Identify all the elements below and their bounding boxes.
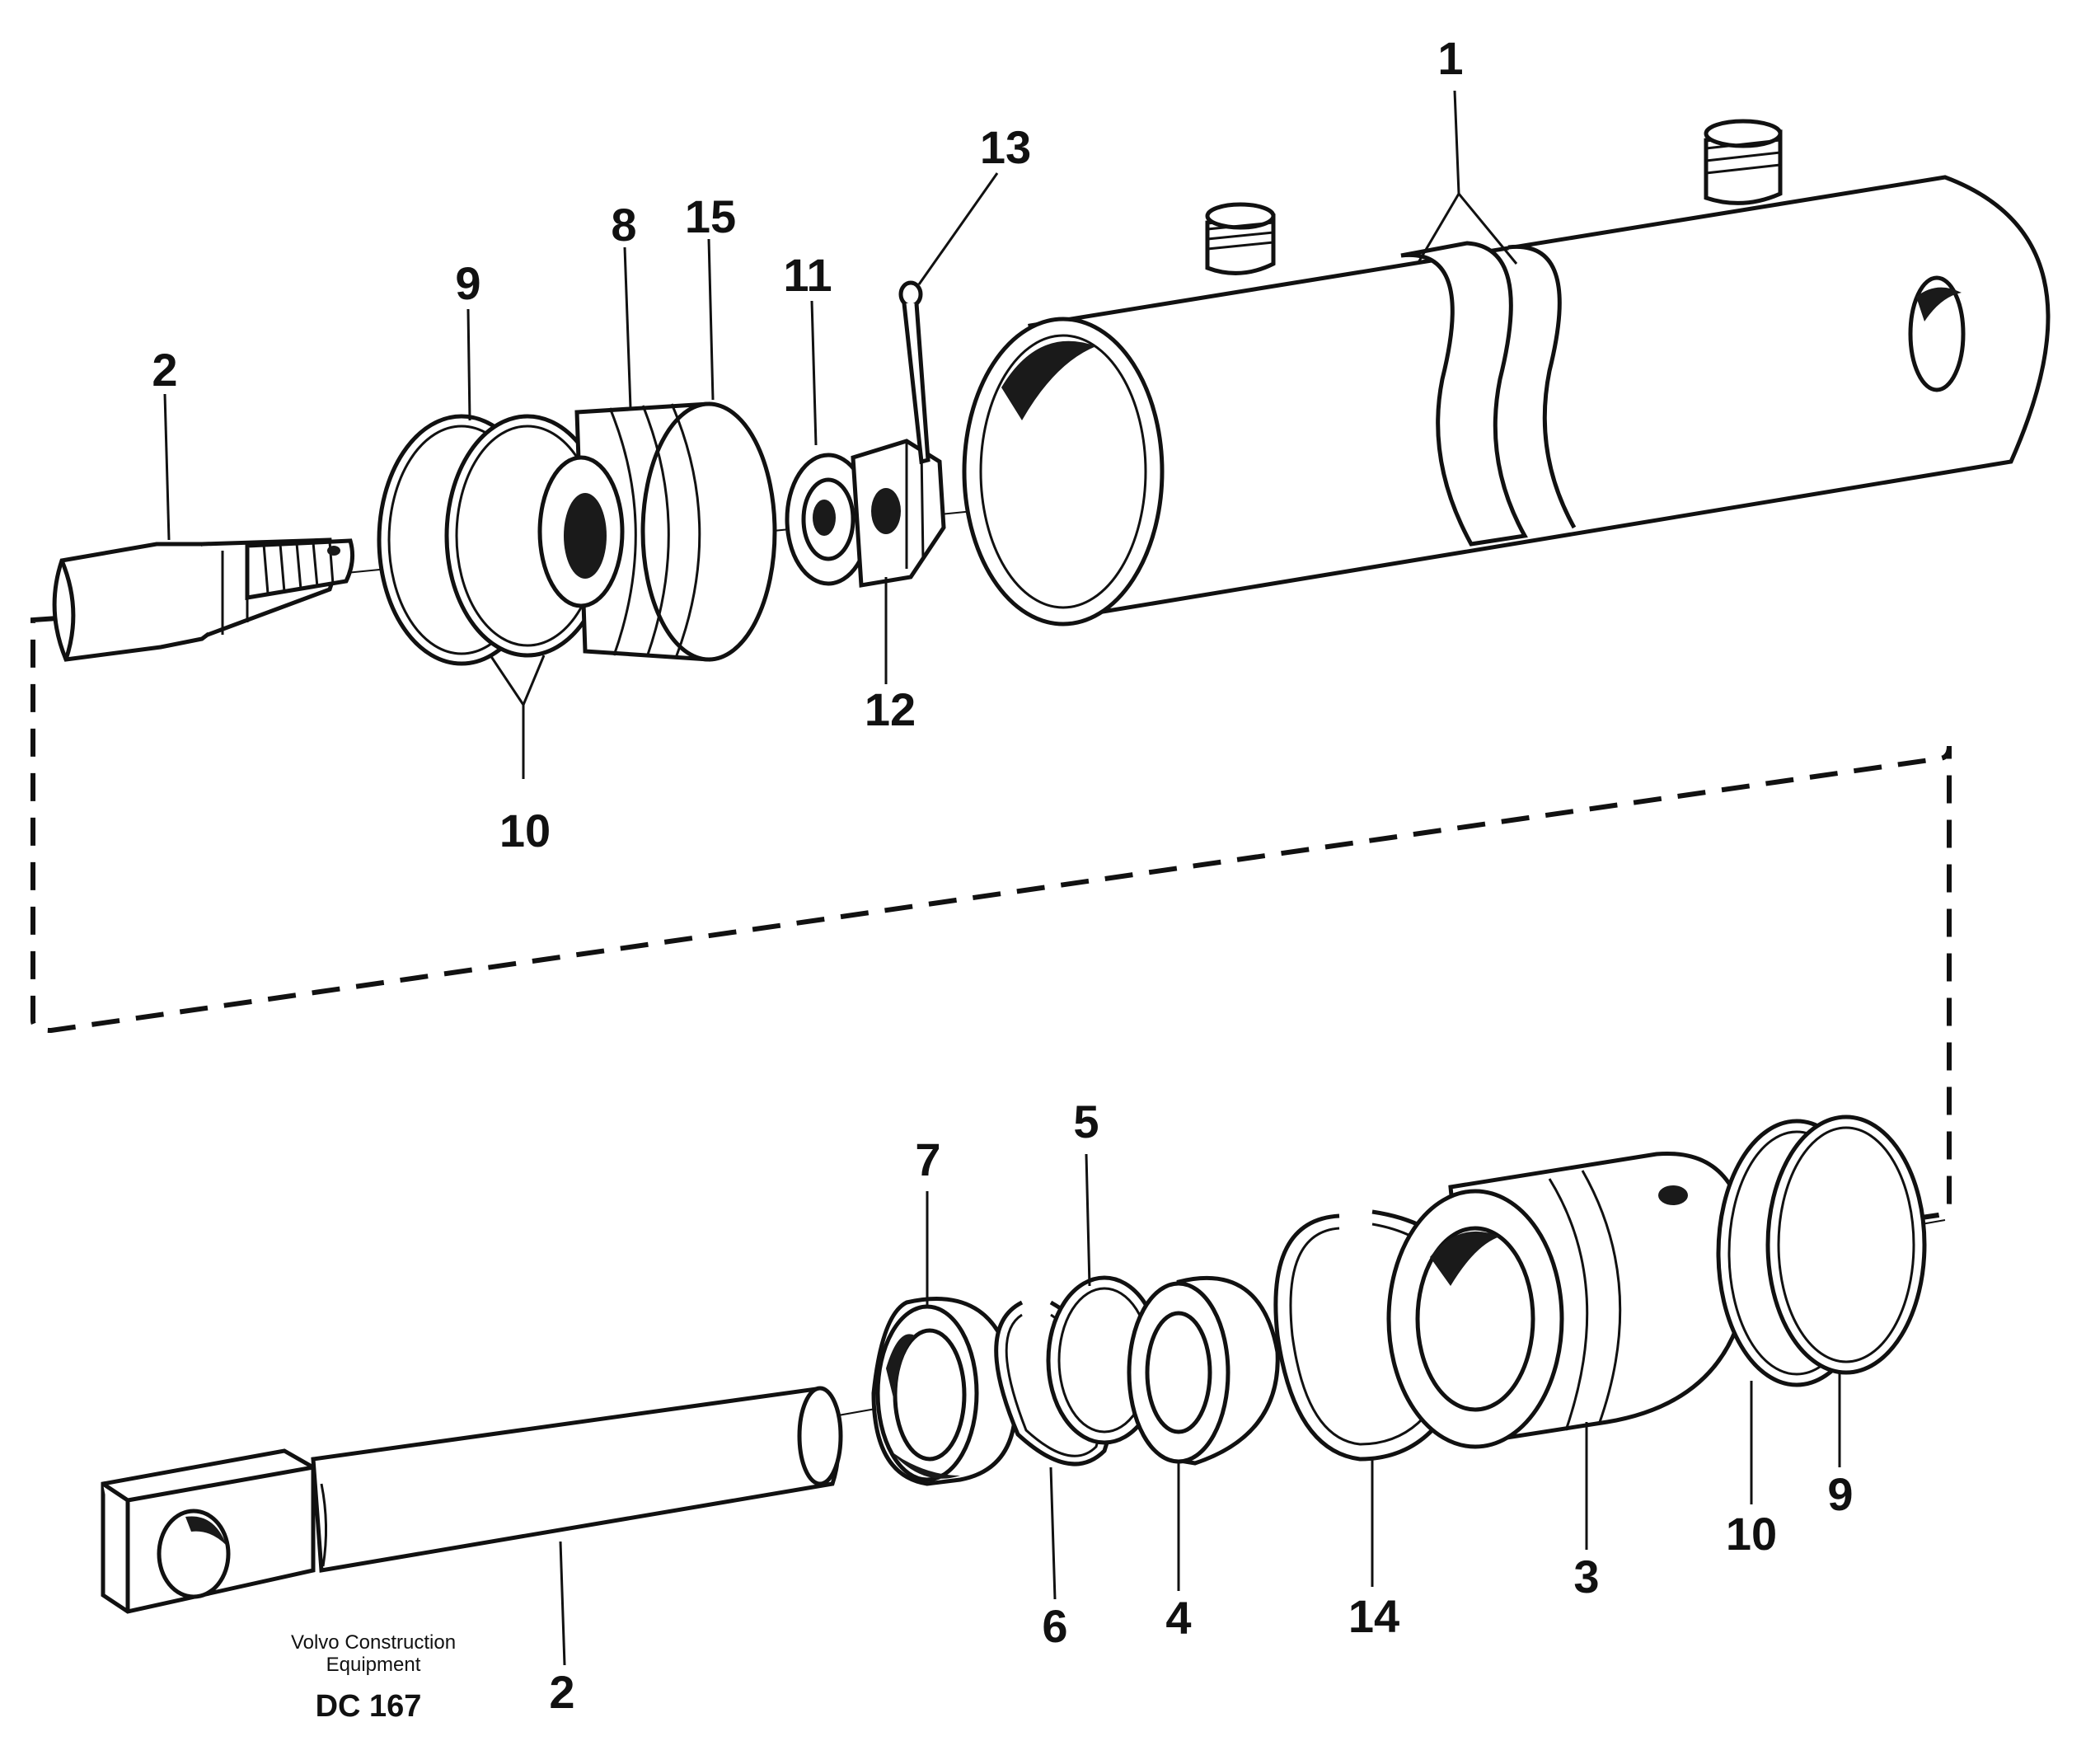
callout-8-upper: 8 — [611, 199, 636, 251]
callout-11-upper: 11 — [783, 249, 832, 301]
callout-15-upper: 15 — [685, 190, 736, 242]
wiper-7 — [871, 1297, 1018, 1486]
callout-9-lower: 9 — [1827, 1468, 1853, 1520]
piston-upper — [537, 401, 777, 662]
drawing-code: DC 167 — [316, 1689, 422, 1724]
washer-11 — [785, 453, 872, 586]
leader-6 — [1049, 1466, 1057, 1600]
callout-10-upper: 10 — [499, 805, 551, 856]
callout-2-upper: 2 — [152, 344, 177, 396]
cylinder-head-3 — [1386, 1151, 1751, 1449]
cylinder-tube — [962, 119, 2051, 626]
leader-2-lower — [559, 1541, 566, 1666]
callout-1-upper: 1 — [1437, 32, 1463, 84]
leader-13 — [917, 172, 999, 285]
callout-3-lower: 3 — [1573, 1551, 1599, 1603]
leader-1 — [1416, 90, 1518, 265]
brand-line-2: Equipment — [326, 1654, 421, 1676]
leader-15 — [707, 238, 715, 401]
seal-rings-lower — [1716, 1115, 1927, 1387]
callout-10-lower: 10 — [1726, 1508, 1777, 1560]
piston-rod-end-upper — [52, 537, 355, 662]
bushing-4 — [1127, 1275, 1280, 1466]
callout-2-lower: 2 — [549, 1666, 574, 1718]
split-pin-13 — [898, 280, 930, 465]
callout-14-lower: 14 — [1348, 1590, 1399, 1642]
dashed-connector — [30, 616, 1952, 1221]
callout-12-upper: 12 — [865, 683, 916, 735]
leader-11 — [810, 300, 818, 446]
brand-line-1: Volvo Construction — [291, 1631, 456, 1654]
callout-labels: 1 13 15 8 11 9 2 12 10 5 7 9 10 3 14 4 6… — [152, 32, 1853, 1718]
castle-nut-12 — [851, 439, 946, 588]
callout-5-lower: 5 — [1073, 1096, 1099, 1147]
leader-2-upper — [163, 393, 171, 541]
lower-assembly — [101, 1115, 1946, 1666]
footer-brand: Volvo Construction Equipment DC 167 — [291, 1631, 456, 1724]
leader-5 — [1085, 1153, 1091, 1287]
leader-10-upper — [489, 655, 546, 779]
leader-8 — [623, 246, 632, 409]
upper-assembly — [52, 90, 2051, 779]
leader-9-upper — [466, 308, 471, 421]
callout-9-upper: 9 — [455, 257, 480, 309]
piston-rod-lower — [101, 1386, 843, 1614]
callout-4-lower: 4 — [1165, 1592, 1191, 1644]
callout-6-lower: 6 — [1042, 1600, 1067, 1652]
callout-13-upper: 13 — [980, 121, 1031, 173]
callout-7-lower: 7 — [915, 1133, 940, 1185]
